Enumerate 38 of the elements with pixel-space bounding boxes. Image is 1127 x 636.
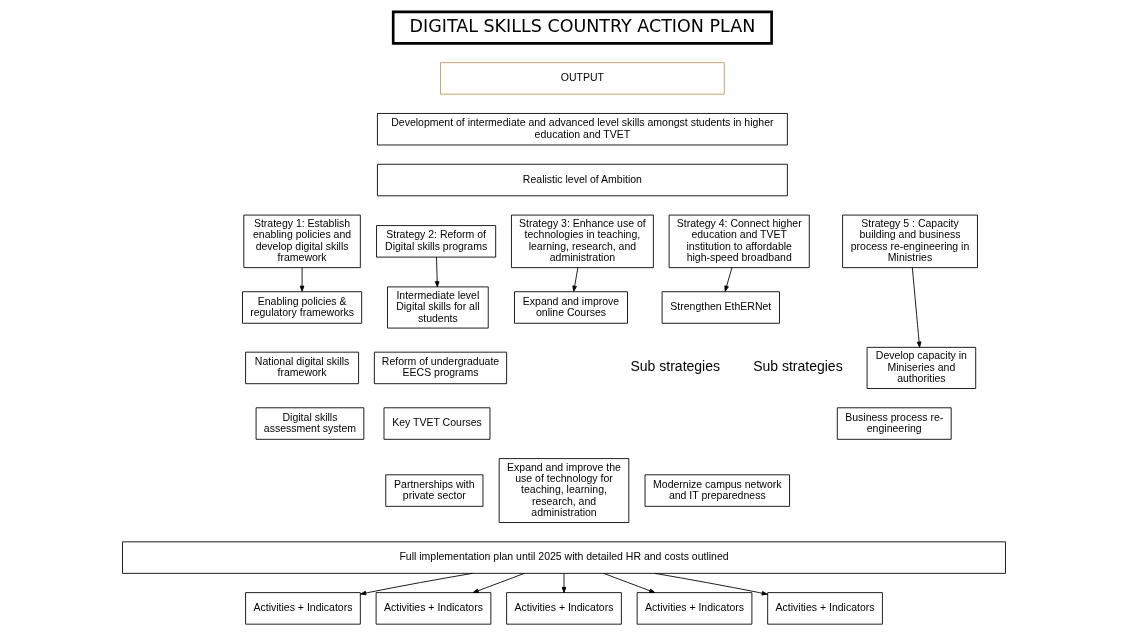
node-box: Expand and improve the use of technology for teaching, learning, research, and administration: [498, 458, 629, 523]
label: Sub strategies: [752, 358, 843, 375]
node-box: Intermediate level Digital skills for all students: [386, 286, 489, 329]
node-box: Activities + Indicators: [636, 592, 752, 625]
node-box: National digital skills framework: [244, 351, 359, 385]
node-box: Develop capacity in Miniseries and authorities: [866, 346, 976, 389]
node-box: Expand and improve online Courses: [513, 291, 628, 324]
arrow: [561, 573, 566, 594]
arrow: [723, 267, 732, 292]
node-box: Strategy 4: Connect higher education and TVET institution to affordable high-speed broadband: [668, 214, 810, 269]
node-box: Activities + Indicators: [375, 592, 491, 625]
node-box: Realistic level of Ambition: [376, 163, 788, 197]
label: Sub strategies: [630, 358, 720, 375]
arrow: [571, 267, 578, 292]
node-box: Strategy 1: Establish enabling policies and develop digital skills framework: [242, 214, 361, 269]
node-box: Partnerships with private sector: [384, 474, 483, 507]
arrow: [299, 267, 304, 292]
node-box: Key TVET Courses: [383, 407, 490, 440]
arrow: [653, 572, 768, 596]
arrow: [359, 572, 473, 596]
node-box: Full implementation plan until 2025 with detailed HR and costs outlined: [121, 541, 1006, 574]
node-box: Strategy 5 : Capacity building and business process re-engineering in Ministries: [841, 214, 978, 269]
arrow: [911, 267, 921, 348]
node-box: Strategy 2: Reform of Digital skills programs: [375, 225, 496, 258]
node-box: Activities + Indicators: [505, 592, 622, 625]
node-box: Strengthen EthERNet: [661, 291, 780, 324]
node-box: Reform of undergraduate EECS programs: [373, 351, 507, 385]
node-box: Modernize campus network and IT preparedness: [644, 474, 790, 507]
arrow: [434, 256, 439, 288]
node-box: Digital skills assessment system: [255, 407, 364, 440]
node-box: DIGITAL SKILLS COUNTRY ACTION PLAN: [391, 10, 773, 45]
node-box: Strategy 3: Enhance use of technologies in teaching, learning, research, and administration: [510, 214, 654, 269]
node-box: Business process re-engineering: [836, 407, 952, 440]
node-box: Enabling policies & regulatory frameworks: [241, 291, 362, 324]
node-box: Development of intermediate and advanced level skills amongst students in higher education and TVET: [376, 113, 788, 146]
node-box: OUTPUT: [439, 62, 725, 95]
node-box: Activities + Indicators: [766, 592, 883, 625]
node-box: Activities + Indicators: [244, 592, 361, 625]
